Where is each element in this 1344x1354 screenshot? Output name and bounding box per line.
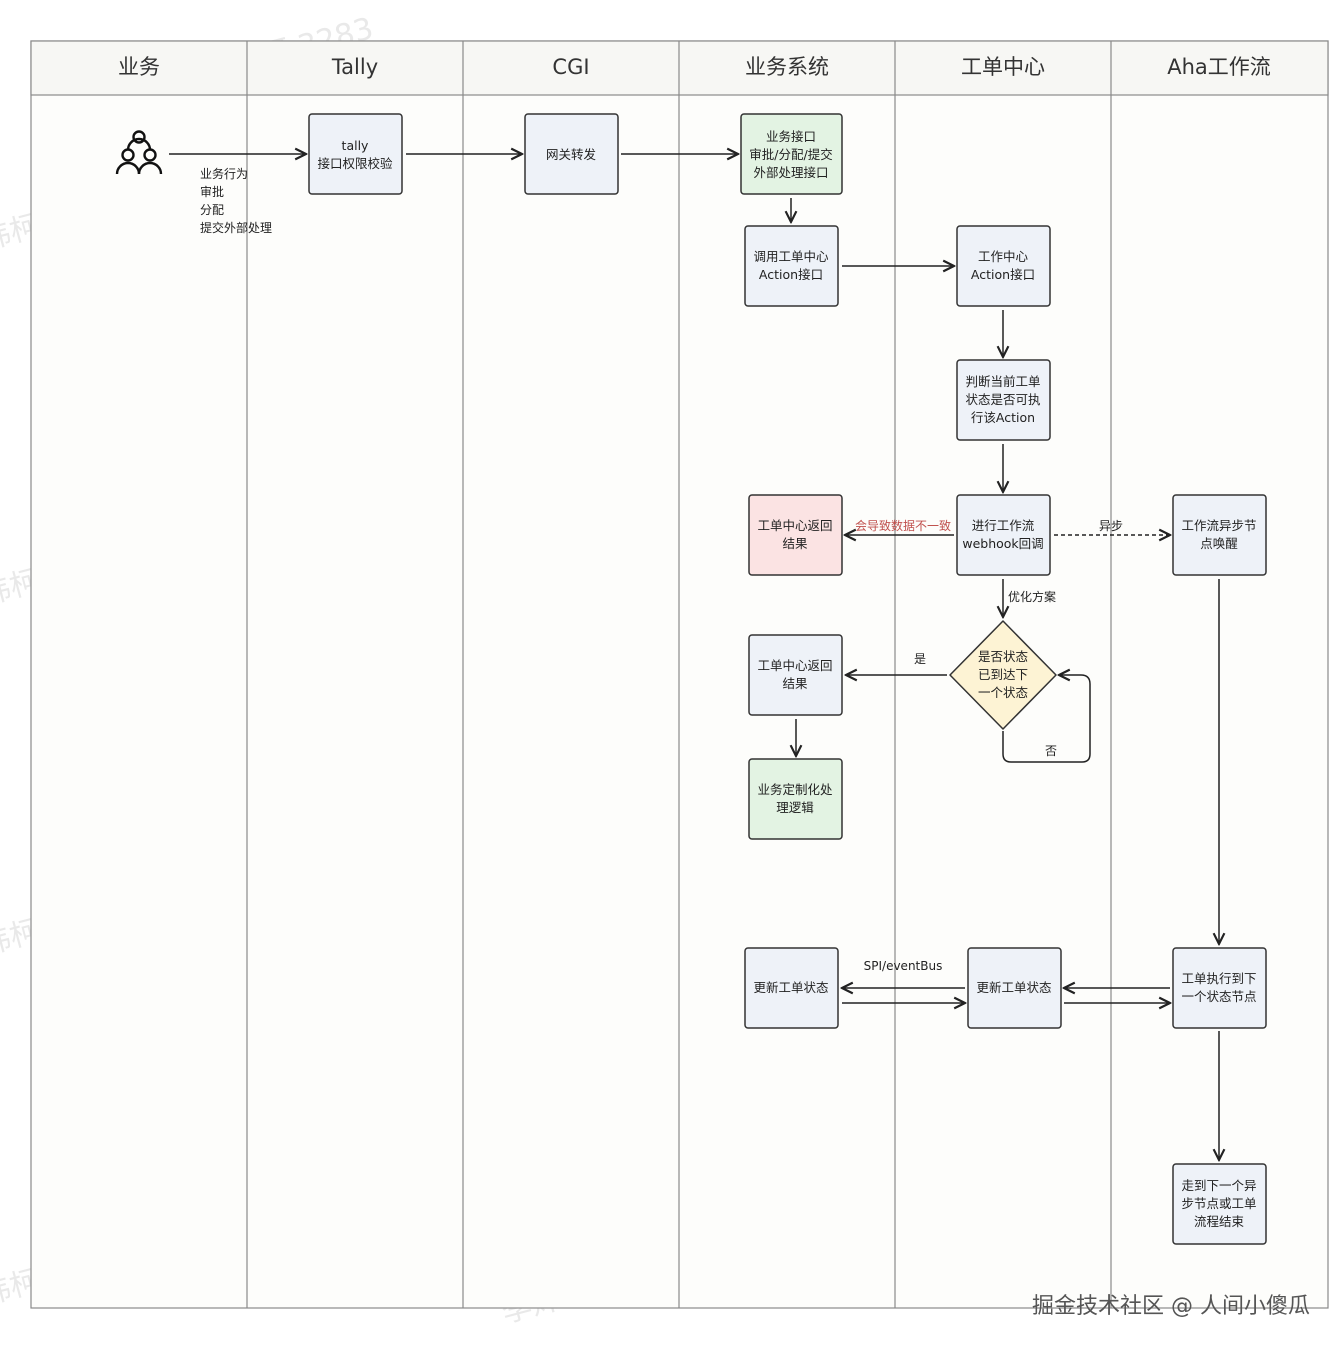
node-next-state-line-2: 一个状态节点	[1181, 989, 1256, 1004]
lane-title-cgi: CGI	[552, 55, 589, 79]
lane-title-aha-workflow: Aha工作流	[1167, 55, 1271, 79]
actor-label-4: 提交外部处理	[200, 220, 272, 235]
footer-credit: 掘金技术社区 @ 人间小傻瓜	[1032, 1294, 1310, 1319]
edge-label-async: 异步	[1099, 519, 1123, 533]
node-return-1-line-2: 结果	[782, 536, 808, 551]
actor-label-2: 审批	[200, 184, 224, 199]
node-decision: 是否状态 已到达下 一个状态	[949, 620, 1057, 730]
edge-label-yes: 是	[914, 652, 926, 666]
node-next-state: 工单执行到下 一个状态节点	[1172, 947, 1267, 1029]
node-judge: 判断当前工单 状态是否可执 行该Action	[956, 359, 1051, 441]
edge-label-optimize: 优化方案	[1008, 589, 1056, 604]
node-async-wake: 工作流异步节 点唤醒	[1172, 494, 1267, 576]
node-update-biz-line-1: 更新工单状态	[753, 980, 828, 995]
node-custom-line-2: 理逻辑	[776, 800, 814, 815]
lane-title-business: 业务	[118, 55, 160, 79]
lane-title-tally: Tally	[331, 55, 378, 79]
node-wo-action-line-1: 工作中心	[978, 249, 1029, 264]
node-webhook: 进行工作流 webhook回调	[956, 494, 1051, 576]
node-judge-line-3: 行该Action	[971, 410, 1035, 425]
node-return-1: 工单中心返回 结果	[748, 494, 843, 576]
node-gateway-line-1: 网关转发	[546, 147, 597, 162]
actor-label-1: 业务行为	[200, 166, 248, 181]
node-end-line-3: 流程结束	[1194, 1214, 1245, 1229]
node-end: 走到下一个异 步节点或工单 流程结束	[1172, 1163, 1267, 1245]
node-call-action-line-2: Action接口	[759, 267, 823, 282]
edges	[169, 154, 1219, 1160]
node-biz-api: 业务接口 审批/分配/提交 外部处理接口	[740, 113, 843, 195]
node-tally-line-1: tally	[342, 138, 370, 153]
node-async-wake-line-2: 点唤醒	[1200, 536, 1238, 551]
node-judge-line-1: 判断当前工单	[965, 374, 1040, 389]
node-gateway: 网关转发	[524, 113, 619, 195]
edge-decision-no-loop	[1002, 675, 1091, 763]
node-tally: tally 接口权限校验	[308, 113, 403, 195]
node-webhook-line-1: 进行工作流	[972, 518, 1035, 533]
node-tally-line-2: 接口权限校验	[317, 156, 393, 171]
node-decision-line-1: 是否状态	[978, 649, 1028, 664]
edge-label-spi: SPI/eventBus	[864, 959, 943, 973]
node-decision-line-3: 一个状态	[978, 685, 1028, 700]
node-call-action-line-1: 调用工单中心	[753, 249, 829, 264]
actor-label-3: 分配	[200, 203, 224, 217]
node-update-wo-line-1: 更新工单状态	[976, 980, 1051, 995]
node-biz-api-line-2: 审批/分配/提交	[749, 147, 832, 162]
node-biz-api-line-1: 业务接口	[766, 129, 816, 144]
node-return-1-line-1: 工单中心返回	[757, 518, 832, 533]
node-next-state-line-1: 工单执行到下	[1181, 971, 1256, 986]
node-end-line-2: 步节点或工单	[1181, 1196, 1256, 1211]
node-async-wake-line-1: 工作流异步节	[1181, 518, 1256, 533]
node-wo-action: 工作中心 Action接口	[956, 225, 1051, 307]
node-wo-action-line-2: Action接口	[971, 267, 1035, 282]
edge-label-no: 否	[1045, 744, 1057, 758]
node-return-2: 工单中心返回 结果	[748, 634, 843, 716]
node-judge-line-2: 状态是否可执	[965, 392, 1041, 407]
node-update-wo: 更新工单状态	[967, 947, 1062, 1029]
node-custom-line-1: 业务定制化处	[757, 782, 833, 797]
lane-title-workorder-center: 工单中心	[961, 55, 1045, 79]
node-return-2-line-2: 结果	[782, 676, 808, 691]
users-icon	[115, 130, 163, 175]
node-return-2-line-1: 工单中心返回	[757, 658, 832, 673]
node-webhook-line-2: webhook回调	[962, 536, 1043, 551]
node-end-line-1: 走到下一个异	[1181, 1178, 1256, 1193]
swimlanes: 业务 Tally CGI 业务系统 工单中心 Aha工作流	[30, 40, 1329, 1309]
node-custom-logic: 业务定制化处 理逻辑	[748, 758, 843, 840]
node-biz-api-line-3: 外部处理接口	[753, 165, 828, 180]
node-update-biz: 更新工单状态	[744, 947, 839, 1029]
node-decision-line-2: 已到达下	[978, 667, 1028, 682]
node-call-action: 调用工单中心 Action接口	[744, 225, 839, 307]
lane-title-business-system: 业务系统	[745, 55, 829, 79]
edge-label-inconsistent: 会导致数据不一致	[855, 518, 951, 533]
